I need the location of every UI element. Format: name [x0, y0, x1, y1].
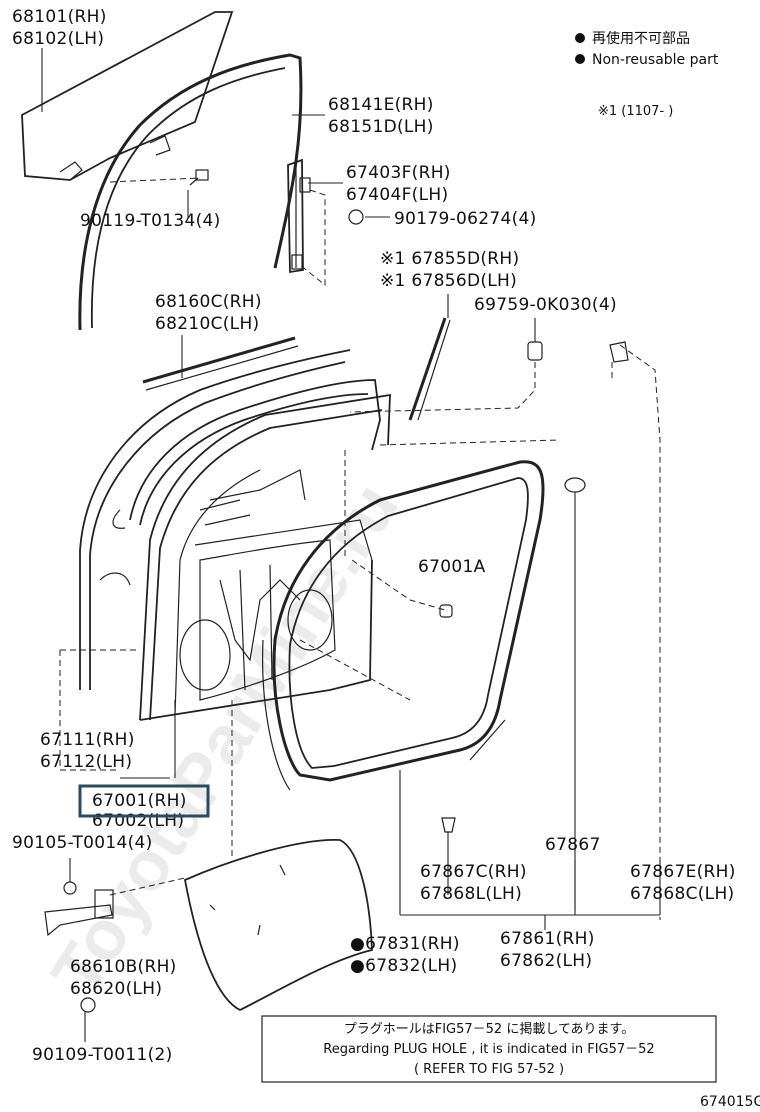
- highlight-box: [78, 784, 210, 818]
- label-68210C: 68210C(LH): [155, 314, 259, 334]
- clip-69759-icon: [527, 341, 629, 363]
- label-67861: 67861(RH): [500, 929, 595, 949]
- clip-67867C-icon: [441, 817, 456, 833]
- belt-weatherstrip-67855: [408, 317, 451, 421]
- bullet-icon: [575, 33, 585, 43]
- label-67001A: 67001A: [418, 557, 486, 577]
- note-line-1: プラグホールはFIG57－52 に掲載してあります。: [344, 1021, 635, 1037]
- label-67862: 67862(LH): [500, 951, 592, 971]
- label-67404F: 67404F(LH): [346, 185, 448, 205]
- label-67856D: ※1 67856D(LH): [380, 271, 517, 291]
- label-67831: ●67831(RH): [350, 934, 460, 954]
- clip-67867-icon: [564, 477, 586, 493]
- label-68102: 68102(LH): [12, 29, 104, 49]
- label-67111: 67111(RH): [40, 730, 135, 750]
- legend: 再使用不可部品 Non-reusable part ※1 (1107- ): [575, 30, 719, 119]
- service-hole-cover: [183, 839, 373, 1012]
- leader-lines: [41, 48, 661, 930]
- note-box: プラグホールはFIG57－52 に掲載してあります。 Regarding PLU…: [261, 1015, 717, 1083]
- label-67832: ●67832(LH): [350, 956, 457, 976]
- bolt-90119-icon: [189, 169, 209, 186]
- label-67855D: ※1 67855D(RH): [380, 249, 519, 269]
- label-67002: 67002(LH): [92, 811, 184, 831]
- legend-jp: 再使用不可部品: [592, 30, 690, 47]
- label-90179: 90179-06274(4): [394, 209, 537, 229]
- label-68620: 68620(LH): [70, 979, 162, 999]
- door-weatherstrip: [262, 460, 545, 791]
- label-67868C: 67868C(LH): [630, 884, 734, 904]
- label-90119: 90119-T0134(4): [80, 211, 221, 231]
- label-68610B: 68610B(RH): [70, 957, 177, 977]
- label-69759: 69759-0K030(4): [474, 295, 617, 315]
- note-line-3: ( REFER TO FIG 57-52 ): [414, 1062, 564, 1077]
- label-90105: 90105-T0014(4): [12, 833, 153, 853]
- label-67868L: 67868L(LH): [420, 884, 522, 904]
- label-68151D: 68151D(LH): [328, 117, 434, 137]
- door-shell: [79, 349, 391, 721]
- bullet-icon: [575, 54, 585, 64]
- note-line-2: Regarding PLUG HOLE , it is indicated in…: [323, 1042, 654, 1057]
- label-67867C: 67867C(RH): [420, 862, 527, 882]
- part-labels: 68101(RH) 68102(LH) 68141E(RH) 68151D(LH…: [12, 7, 736, 1065]
- division-bar: [287, 158, 311, 274]
- figure-code: 674015G: [700, 1094, 760, 1110]
- outer-weatherstrip-68160: [142, 336, 299, 391]
- label-68141E: 68141E(RH): [328, 95, 434, 115]
- label-68101: 68101(RH): [12, 7, 107, 27]
- label-67001: 67001(RH): [92, 791, 187, 811]
- label-90109: 90109-T0011(2): [32, 1045, 173, 1065]
- label-67867: 67867: [545, 835, 601, 855]
- door-hinge-icon: [44, 881, 114, 1013]
- bolt-67001A-icon: [439, 604, 453, 618]
- label-67867E: 67867E(RH): [630, 862, 736, 882]
- nut-90179-icon: [348, 209, 364, 225]
- label-68160C: 68160C(RH): [155, 292, 262, 312]
- legend-note-mark: ※1 (1107- ): [598, 104, 673, 119]
- door-glass: [21, 11, 234, 181]
- glass-run-channel: [78, 53, 303, 331]
- label-67403F: 67403F(RH): [346, 163, 451, 183]
- legend-en: Non-reusable part: [592, 52, 719, 68]
- label-67112: 67112(LH): [40, 752, 132, 772]
